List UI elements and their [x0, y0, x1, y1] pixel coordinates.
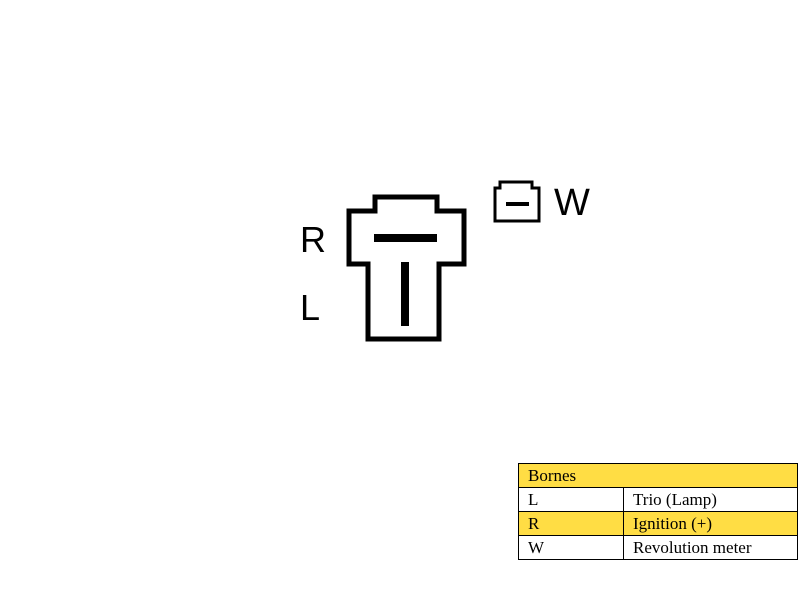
- terminal-w-blade: [506, 202, 529, 206]
- terminal-label-l: L: [300, 287, 321, 328]
- legend-table: Bornes L Trio (Lamp) R Ignition (+) W Re…: [518, 463, 798, 560]
- legend-terminal: W: [518, 535, 624, 560]
- legend-row: R Ignition (+): [518, 511, 798, 536]
- legend-description: Trio (Lamp): [623, 487, 798, 512]
- legend-row: W Revolution meter: [518, 535, 798, 560]
- legend-row: L Trio (Lamp): [518, 487, 798, 512]
- w-connector-outline: [493, 180, 541, 223]
- legend-description: Ignition (+): [623, 511, 798, 536]
- terminal-r-blade: [374, 234, 437, 242]
- legend-title: Bornes: [518, 463, 798, 488]
- terminal-label-r: R: [300, 219, 326, 260]
- main-connector-outline: [346, 194, 467, 342]
- terminal-label-w: W: [554, 182, 590, 224]
- legend-terminal: L: [518, 487, 624, 512]
- legend-terminal: R: [518, 511, 624, 536]
- legend-description: Revolution meter: [623, 535, 798, 560]
- legend-header-row: Bornes: [518, 463, 798, 488]
- terminal-l-blade: [401, 262, 409, 326]
